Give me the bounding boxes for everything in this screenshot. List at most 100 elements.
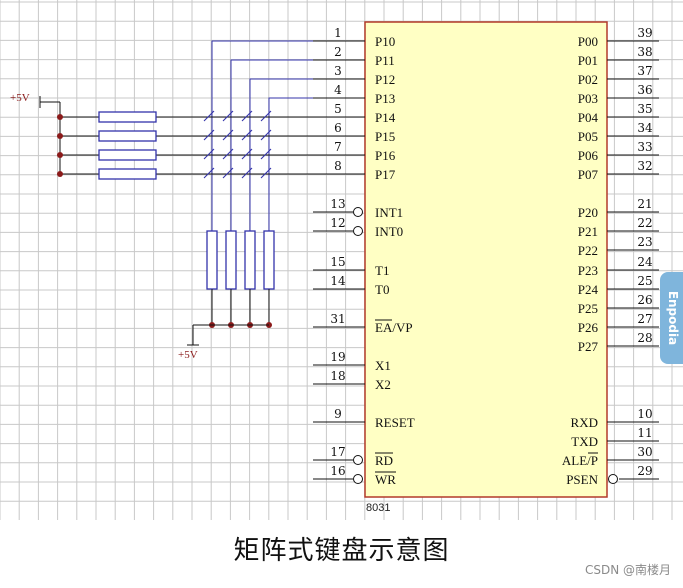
pin-number: 31 xyxy=(330,312,345,326)
chip-body xyxy=(364,21,608,498)
inversion-bubble xyxy=(353,226,363,236)
side-tab[interactable]: Enpodia xyxy=(660,272,683,364)
pin-label: INT1 xyxy=(375,205,403,220)
pin-number: 23 xyxy=(637,235,652,249)
pin-number: 24 xyxy=(637,255,653,269)
pin-label: P02 xyxy=(578,72,598,87)
pin-label: X1 xyxy=(375,358,391,373)
key-switch xyxy=(222,110,234,122)
pin-number: 10 xyxy=(637,407,652,421)
row-pullup-resistor xyxy=(98,130,157,142)
key-switch xyxy=(260,110,272,122)
key-switch xyxy=(222,167,234,179)
pin-label: P24 xyxy=(578,282,599,297)
key-switch xyxy=(260,129,272,141)
key-switch xyxy=(241,110,253,122)
column-wire xyxy=(268,97,313,231)
pin-label: P26 xyxy=(578,320,599,335)
pin-label: P06 xyxy=(578,148,599,163)
pin-number: 9 xyxy=(334,407,342,421)
pin-label: P00 xyxy=(578,34,598,49)
pin-number: 22 xyxy=(637,216,652,230)
pin-number: 21 xyxy=(637,197,652,211)
pin-number: 38 xyxy=(637,45,652,59)
power-label-bottom: +5V xyxy=(178,349,198,361)
pin-label: P20 xyxy=(578,205,598,220)
pin-number: 1 xyxy=(334,26,342,40)
pin-number: 17 xyxy=(330,445,345,459)
pin-number: 25 xyxy=(637,274,652,288)
pin-label: INT0 xyxy=(375,224,403,239)
column-pullup-resistor xyxy=(263,230,275,290)
pin-label: P07 xyxy=(578,167,599,182)
column-wire xyxy=(249,78,313,231)
pin-number: 15 xyxy=(330,255,345,269)
pin-number: 26 xyxy=(637,293,652,307)
pin-number: 30 xyxy=(637,445,652,459)
inversion-bubble xyxy=(353,207,363,217)
key-switch xyxy=(222,129,234,141)
key-switch xyxy=(260,148,272,160)
pin-number: 11 xyxy=(637,426,652,440)
key-switch xyxy=(203,110,215,122)
side-tab-label: Enpodia xyxy=(666,290,680,346)
figure-caption: 矩阵式键盘示意图 xyxy=(233,536,450,566)
pin-label: P13 xyxy=(375,91,395,106)
pin-number: 35 xyxy=(637,102,652,116)
pin-label: P04 xyxy=(578,110,599,125)
key-switch xyxy=(241,148,253,160)
pin-label: P03 xyxy=(578,91,598,106)
chip-name: 8031 xyxy=(366,502,390,514)
pin-number: 18 xyxy=(330,369,345,383)
inversion-bubble xyxy=(353,474,363,484)
pin-number: 33 xyxy=(637,140,652,154)
pin-number: 3 xyxy=(334,64,342,78)
pin-number: 37 xyxy=(637,64,652,78)
pin-number: 28 xyxy=(637,331,652,345)
pin-label: RXD xyxy=(571,415,598,430)
key-switch xyxy=(222,148,234,160)
watermark: CSDN @南楼月 xyxy=(584,563,671,577)
pin-label: P05 xyxy=(578,129,598,144)
key-switch xyxy=(260,167,272,179)
power-label-top: +5V xyxy=(10,92,30,104)
pin-label: WR xyxy=(375,472,396,487)
pin-number: 14 xyxy=(330,274,346,288)
key-switch xyxy=(241,167,253,179)
pin-number: 19 xyxy=(330,350,345,364)
pin-label: P01 xyxy=(578,53,598,68)
key-switch xyxy=(203,167,215,179)
key-switch xyxy=(241,129,253,141)
pin-label: EA/VP xyxy=(375,320,413,335)
pin-number: 12 xyxy=(330,216,345,230)
junction-dot xyxy=(57,114,63,120)
pin-number: 4 xyxy=(334,83,342,97)
pin-label: X2 xyxy=(375,377,391,392)
pin-label: P11 xyxy=(375,53,395,68)
pin-number: 29 xyxy=(637,464,652,478)
pin-label: P23 xyxy=(578,263,598,278)
pin-label: ALE/P xyxy=(562,453,598,468)
pin-label: T0 xyxy=(375,282,389,297)
pin-number: 16 xyxy=(330,464,345,478)
column-pullup-resistor xyxy=(206,230,218,290)
pin-label: P22 xyxy=(578,243,598,258)
pin-label: P15 xyxy=(375,129,395,144)
row-pullup-resistor xyxy=(98,168,157,180)
pin-label: RD xyxy=(375,453,393,468)
pin-number: 8 xyxy=(334,159,342,173)
pin-number: 2 xyxy=(334,45,342,59)
pin-number: 27 xyxy=(637,312,652,326)
pin-label: PSEN xyxy=(566,472,598,487)
matrix-keyboard-schematic: 80311P102P113P124P135P146P157P168P1713IN… xyxy=(0,0,683,520)
pin-label: P12 xyxy=(375,72,395,87)
pin-number: 34 xyxy=(637,121,653,135)
pin-label: T1 xyxy=(375,263,389,278)
row-pullup-resistor xyxy=(98,111,157,123)
pin-number: 13 xyxy=(330,197,345,211)
pin-label: P25 xyxy=(578,301,598,316)
column-pullup-resistor xyxy=(225,230,237,290)
pin-number: 39 xyxy=(637,26,652,40)
pin-label: P21 xyxy=(578,224,598,239)
